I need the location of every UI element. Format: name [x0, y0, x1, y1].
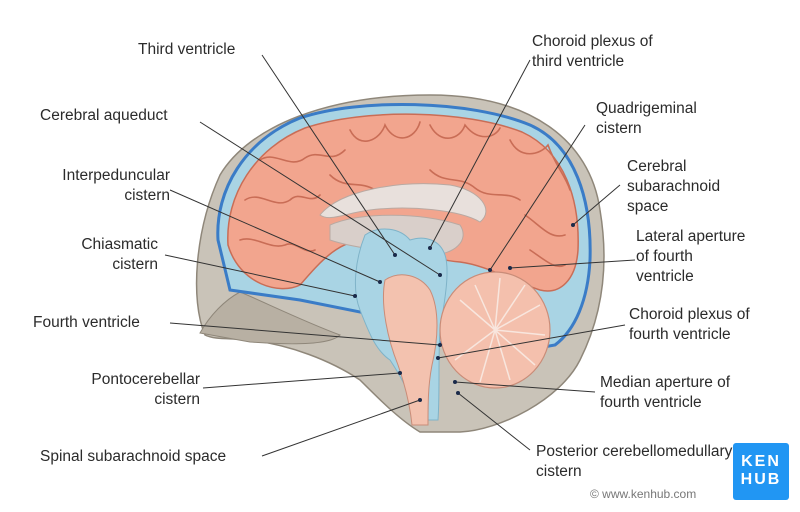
label-quadrigeminal-cistern: Quadrigeminal cistern — [596, 100, 697, 137]
label-third-ventricle: Third ventricle — [138, 41, 236, 58]
label-posterior-cerebellomedullary-cistern: Posterior cerebellomedullary cistern — [536, 443, 733, 480]
leader-dots — [353, 223, 575, 402]
label-pontocerebellar-cistern: Pontocerebellar cistern — [91, 371, 200, 408]
label-cerebral-aqueduct: Cerebral aqueduct — [40, 107, 168, 124]
label-interpeduncular-cistern: Interpeduncular cistern — [62, 167, 170, 204]
cerebellar-folia — [454, 277, 546, 383]
label-chiasmatic-cistern: Chiasmatic cistern — [81, 236, 158, 273]
kenhub-logo: KEN HUB — [733, 443, 789, 500]
brainstem — [382, 274, 438, 426]
skull-base — [199, 291, 341, 345]
logo-text: KEN HUB — [740, 453, 782, 488]
label-lateral-aperture-fourth-ventricle: Lateral aperture of fourth ventricle — [636, 228, 746, 285]
label-spinal-subarachnoid-space: Spinal subarachnoid space — [40, 448, 227, 465]
corpus-callosum — [319, 183, 487, 223]
label-choroid-plexus-third-ventricle: Choroid plexus of third ventricle — [532, 33, 653, 70]
leader-lines — [164, 54, 636, 457]
label-fourth-ventricle: Fourth ventricle — [33, 314, 140, 331]
credit-text: © www.kenhub.com — [590, 487, 697, 501]
label-cerebral-subarachnoid-space: Cerebral subarachnoid space — [627, 158, 721, 215]
gyri — [239, 121, 571, 268]
label-median-aperture-fourth-ventricle: Median aperture of fourth ventricle — [600, 374, 731, 411]
label-choroid-plexus-fourth-ventricle: Choroid plexus of fourth ventricle — [629, 306, 750, 343]
